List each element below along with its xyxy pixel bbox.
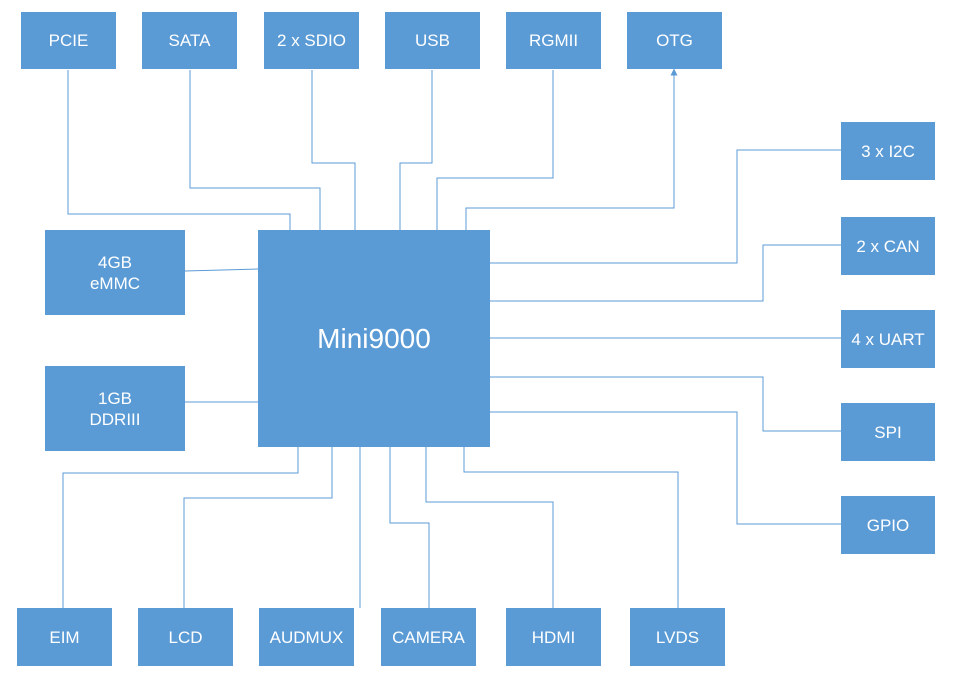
block-rgmii: RGMII xyxy=(506,12,601,69)
connector-spi xyxy=(490,376,841,432)
connector-eim xyxy=(62,447,299,608)
block-hdmi: HDMI xyxy=(506,608,601,666)
block-ddr: 1GB DDRIII xyxy=(45,366,185,451)
block-lcd: LCD xyxy=(138,608,233,666)
block-label: PCIE xyxy=(48,31,89,50)
block-sdio: 2 x SDIO xyxy=(264,12,359,69)
block-label: OTG xyxy=(656,31,693,50)
block-label-line2: DDRIII xyxy=(89,409,141,429)
block-audmux: AUDMUX xyxy=(259,608,354,666)
block-label: 4 x UART xyxy=(851,329,925,349)
block-otg: OTG xyxy=(627,12,722,69)
block-label: 2 x SDIO xyxy=(277,31,346,50)
connector-otg xyxy=(465,68,678,230)
block-label: 2 x CAN xyxy=(856,236,920,256)
connector-can xyxy=(490,244,841,302)
block-camera: CAMERA xyxy=(381,608,476,666)
connector-emmc xyxy=(184,268,259,272)
block-label: GPIO xyxy=(866,515,910,535)
block-label: RGMII xyxy=(528,31,579,50)
block-i2c: 3 x I2C xyxy=(841,122,935,180)
block-lvds: LVDS xyxy=(630,608,725,666)
block-label: EIM xyxy=(49,627,80,647)
connector-rgmii xyxy=(436,70,554,230)
block-core: Mini9000 xyxy=(258,230,490,447)
block-label: SATA xyxy=(168,31,211,50)
connector-hdmi xyxy=(425,447,554,608)
connector-gpio xyxy=(490,411,841,525)
block-spi: SPI xyxy=(841,403,935,461)
connector-sdio xyxy=(311,70,356,230)
block-label: HDMI xyxy=(531,627,576,647)
connector-lcd xyxy=(183,447,333,608)
block-can: 2 x CAN xyxy=(841,217,935,275)
block-label: CAMERA xyxy=(392,627,465,647)
block-gpio: GPIO xyxy=(841,496,935,554)
block-usb: USB xyxy=(385,12,480,69)
block-sata: SATA xyxy=(142,12,237,69)
connector-i2c xyxy=(490,149,841,264)
block-label: LVDS xyxy=(655,627,700,647)
block-emmc: 4GB eMMC xyxy=(45,230,185,315)
connector-sata xyxy=(189,70,321,230)
block-uart: 4 x UART xyxy=(841,310,935,368)
block-label: 3 x I2C xyxy=(861,141,915,161)
block-label: SPI xyxy=(874,422,902,442)
connector-usb xyxy=(399,70,433,230)
connector-camera xyxy=(389,447,430,608)
block-label-line1: 1GB xyxy=(97,388,133,408)
core-label: Mini9000 xyxy=(317,323,431,354)
block-label: LCD xyxy=(168,627,203,647)
connector-lvds xyxy=(463,447,679,608)
block-label: AUDMUX xyxy=(269,627,344,647)
block-label: USB xyxy=(415,31,450,50)
block-label-line1: 4GB xyxy=(97,252,133,272)
block-eim: EIM xyxy=(17,608,112,666)
connector-pcie xyxy=(67,70,291,230)
block-pcie: PCIE xyxy=(21,12,116,69)
block-label-line2: eMMC xyxy=(89,273,141,293)
